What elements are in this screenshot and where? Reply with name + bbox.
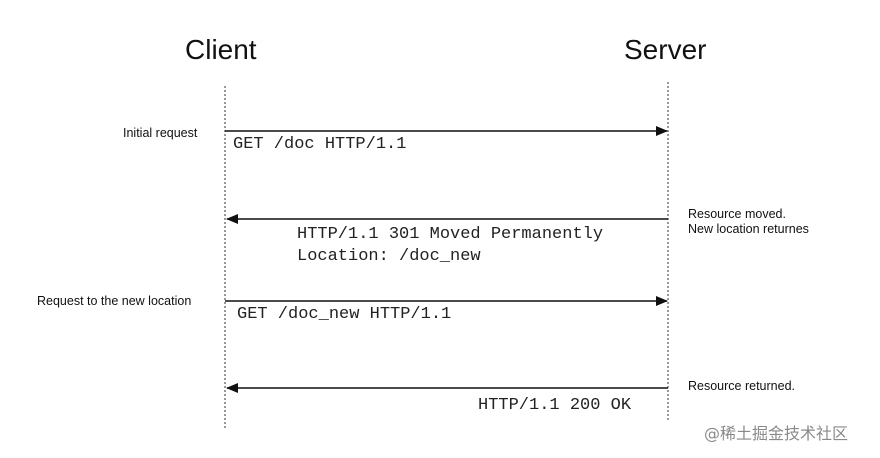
resource-returned-note: Resource returned. [688,379,796,393]
server-actor-label: Server [624,34,707,65]
resource-moved-note-line2: New location returnes [688,222,809,236]
message-200-ok: HTTP/1.1 200 OK [478,396,632,415]
resource-moved-note-line1: Resource moved. [688,207,786,221]
new-location-request-note: Request to the new location [37,294,192,308]
watermark-text: @稀土掘金技术社区 [704,424,849,443]
message-get-doc: GET /doc HTTP/1.1 [233,135,407,154]
initial-request-note: Initial request [123,126,198,140]
client-actor-label: Client [185,34,257,65]
message-get-doc-new: GET /doc_new HTTP/1.1 [237,305,452,324]
message-301-location-header: Location: /doc_new [297,247,481,266]
message-301-status-line: HTTP/1.1 301 Moved Permanently [297,225,604,244]
